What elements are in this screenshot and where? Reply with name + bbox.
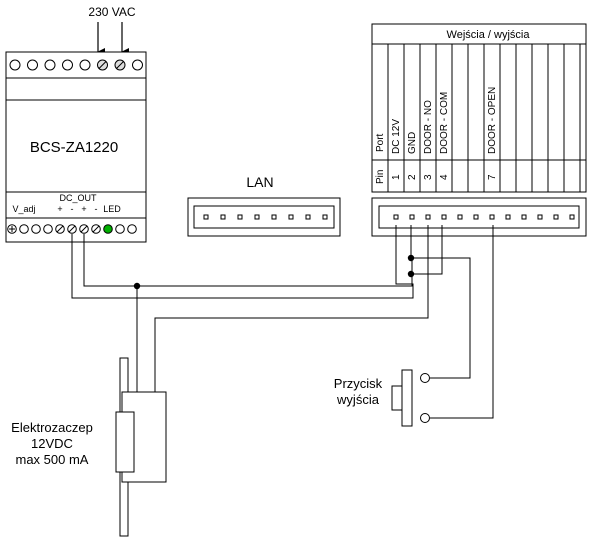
polarity-plus-2: + (81, 204, 86, 214)
button-label-line2: wyjścia (336, 392, 380, 407)
dc-out-label: DC_OUT (59, 193, 97, 203)
lan-pin (271, 214, 277, 220)
lan-pin (203, 214, 209, 220)
io-title: Wejścia / wyjścia (447, 29, 531, 41)
psu-module: BCS-ZA1220 DC_OUT V_adj + - + - LED (5, 51, 147, 243)
port-name: DOOR - OPEN (487, 87, 498, 154)
polarity-plus-1: + (57, 204, 62, 214)
port-name: GND (407, 132, 418, 154)
v-adj-potentiometer (7, 224, 17, 234)
terminal (43, 224, 53, 234)
wire-door-open-to-button (430, 225, 494, 419)
led-indicator (103, 224, 113, 234)
io-pin (521, 214, 527, 220)
io-pin (425, 214, 431, 220)
terminal (79, 224, 89, 234)
terminal (132, 59, 143, 71)
lan-title: LAN (246, 174, 273, 190)
terminal (31, 224, 41, 234)
psu-title: BCS-ZA1220 (30, 139, 118, 156)
exit-button: Przycisk wyjścia (334, 369, 430, 427)
psu-bottom-terminals (7, 224, 137, 234)
wiring (71, 225, 494, 419)
lan-pins (203, 214, 328, 220)
lan-connector: LAN (187, 174, 341, 237)
lan-pin (220, 214, 226, 220)
io-pin (569, 214, 575, 220)
screw-terminal (97, 59, 108, 71)
pin-number: 2 (407, 174, 418, 180)
port-name: DOOR - COM (439, 92, 450, 154)
pin-number: 4 (439, 174, 450, 180)
wire-door-com (411, 225, 443, 275)
terminal (62, 59, 73, 71)
lan-pin (288, 214, 294, 220)
terminal (127, 224, 137, 234)
io-pins (393, 214, 575, 220)
lan-pin (254, 214, 260, 220)
io-pin (537, 214, 543, 220)
port-header: Port (375, 133, 386, 152)
junction-gnd-upper (407, 254, 415, 262)
screw-terminal (114, 59, 126, 71)
io-pin (553, 214, 559, 220)
terminal (44, 59, 56, 71)
io-pin (489, 214, 495, 220)
polarity-minus-1: - (71, 204, 74, 214)
terminal (115, 224, 125, 234)
wire-strike-to-door-no (154, 225, 429, 392)
io-pin (457, 214, 463, 220)
junction-gnd-lower (407, 270, 415, 278)
pin-number: 3 (423, 174, 434, 180)
power-label: 230 VAC (88, 5, 135, 19)
polarity-minus-2: - (95, 204, 98, 214)
button-label-line1: Przycisk (334, 376, 383, 391)
terminal (19, 224, 29, 234)
io-pin (505, 214, 511, 220)
io-pin (393, 214, 399, 220)
lan-pin (322, 214, 328, 220)
io-pin (441, 214, 447, 220)
strike-label-line2: 12VDC (31, 436, 73, 451)
lan-pin (237, 214, 243, 220)
pin-header: Pin (375, 170, 386, 184)
io-pin (409, 214, 415, 220)
port-name: DOOR - NO (423, 100, 434, 154)
lan-pin (305, 214, 311, 220)
terminal (67, 224, 77, 234)
terminal (27, 59, 38, 71)
pin-number: 7 (487, 174, 498, 180)
terminal (9, 59, 21, 71)
v-adj-label: V_adj (12, 204, 35, 214)
led-label: LED (103, 204, 121, 214)
terminal (79, 59, 91, 71)
port-name: DC 12V (391, 119, 402, 154)
pin-number: 1 (391, 174, 402, 180)
psu-top-terminals (9, 59, 143, 71)
electric-strike: Elektrozaczep 12VDC max 500 mA (11, 357, 167, 537)
wire-gnd-to-button (411, 257, 471, 379)
terminal (55, 224, 65, 234)
strike-label-line1: Elektrozaczep (11, 420, 93, 435)
terminal (91, 224, 101, 234)
strike-label-line3: max 500 mA (16, 452, 89, 467)
wire-psu-plus-to-dc12v (71, 225, 414, 299)
io-columns: DC 12V 1 GND 2 DOOR - NO 3 DOOR - COM 4 DOOR - O… (387, 44, 581, 192)
io-pin (473, 214, 479, 220)
junction-psu-minus (133, 282, 141, 290)
